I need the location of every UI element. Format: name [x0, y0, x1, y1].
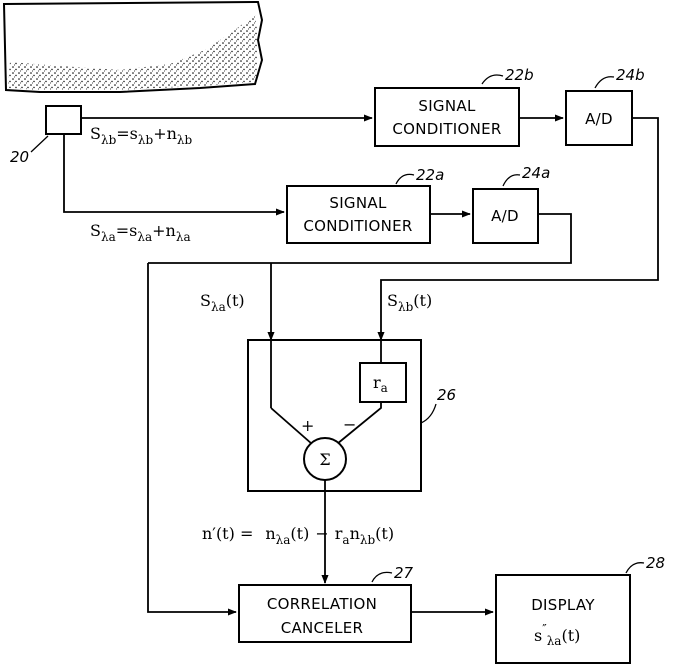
ref-display: 28: [646, 554, 665, 572]
ad-a-label: A/D: [491, 207, 519, 225]
equation-lambda-b: Sλb=sλb+nλb: [90, 124, 193, 147]
ref-cond-a: 22a: [416, 166, 444, 184]
cond-a-line2: CONDITIONER: [303, 217, 412, 235]
ad-b-label: A/D: [585, 110, 613, 128]
tissue-sample: [4, 2, 262, 92]
ref-canceler: 27: [394, 564, 414, 582]
ref-ad-a: 24a: [522, 164, 550, 182]
ref-ad-b: 24b: [616, 66, 645, 84]
equation-lambda-a: Sλa=sλa+nλa: [90, 221, 191, 244]
cond-b-line1: SIGNAL: [418, 97, 476, 115]
noise-reference-equation: n′(t) =nλa(t)−ranλb(t): [202, 524, 394, 547]
sensor-box: [46, 106, 81, 134]
canceler-line1: CORRELATION: [267, 595, 377, 613]
input-s-lambda-a: Sλa(t): [200, 291, 245, 314]
ref-cond-b: 22b: [505, 66, 534, 84]
input-s-lambda-b: Sλb(t): [387, 291, 432, 314]
minus-sign: −: [343, 415, 356, 434]
display-box: [496, 575, 630, 663]
canceler-line2: CANCELER: [281, 619, 364, 637]
plus-sign: +: [301, 416, 314, 435]
wire-sensor-to-cond-a: [64, 134, 284, 212]
cond-a-line1: SIGNAL: [329, 194, 387, 212]
ref-sensor: 20: [10, 148, 29, 166]
wire-ad-a-to-canceler: [148, 263, 236, 612]
display-label: DISPLAY: [531, 596, 595, 614]
ref-subtractor: 26: [437, 386, 456, 404]
sigma-symbol: Σ: [319, 450, 330, 469]
cond-b-line2: CONDITIONER: [392, 120, 501, 138]
